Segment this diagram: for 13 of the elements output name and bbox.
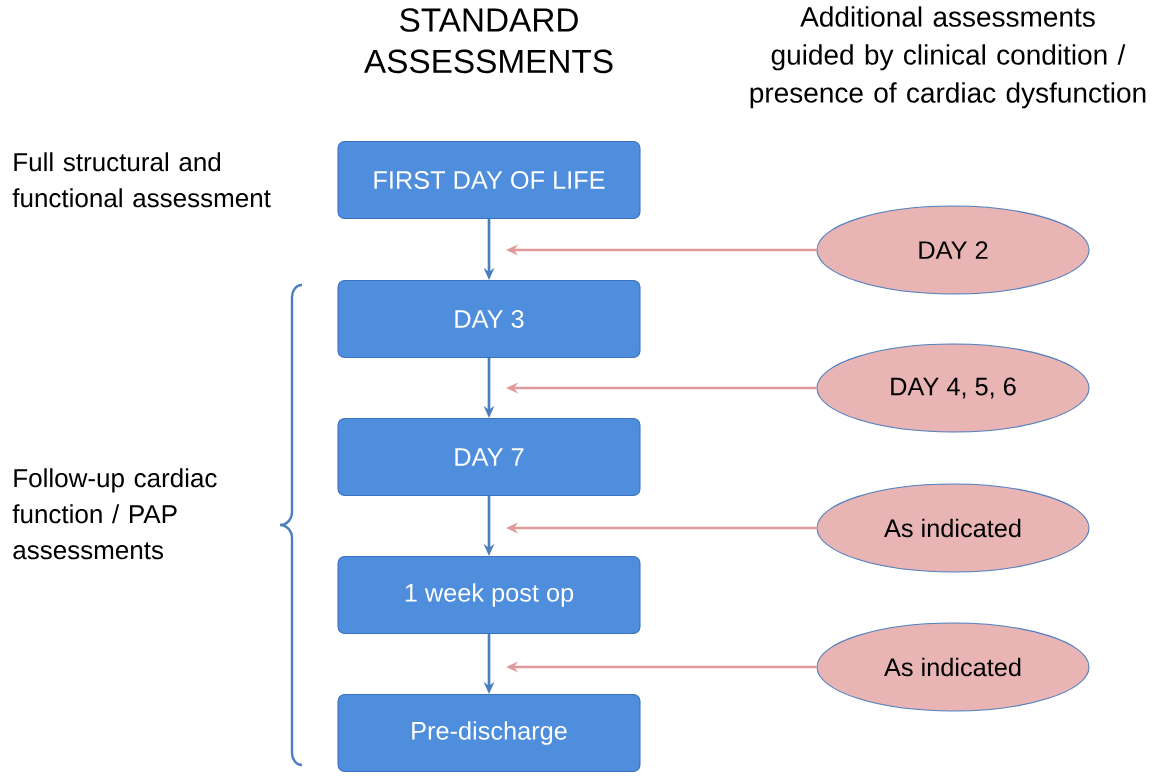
oval: As indicated <box>816 483 1090 573</box>
side-note: Full structural and functional assessment <box>12 152 271 208</box>
process-box: DAY 3 <box>337 279 641 359</box>
oval: DAY 4, 5, 6 <box>816 343 1090 433</box>
column-heading: STANDARD ASSESSMENTS <box>364 8 613 74</box>
oval: As indicated <box>816 622 1090 712</box>
process-box: 1 week post op <box>337 555 641 634</box>
process-box: Pre-discharge <box>337 693 641 773</box>
process-box: DAY 7 <box>337 417 641 497</box>
side-note: Follow-up cardiac function / PAP assessments <box>12 468 217 560</box>
process-box: FIRST DAY OF LIFE <box>337 140 641 220</box>
column-heading: Additional assessments guided by clinical condition / presence of cardiac dysfunction <box>750 6 1146 109</box>
oval: DAY 2 <box>816 205 1090 295</box>
